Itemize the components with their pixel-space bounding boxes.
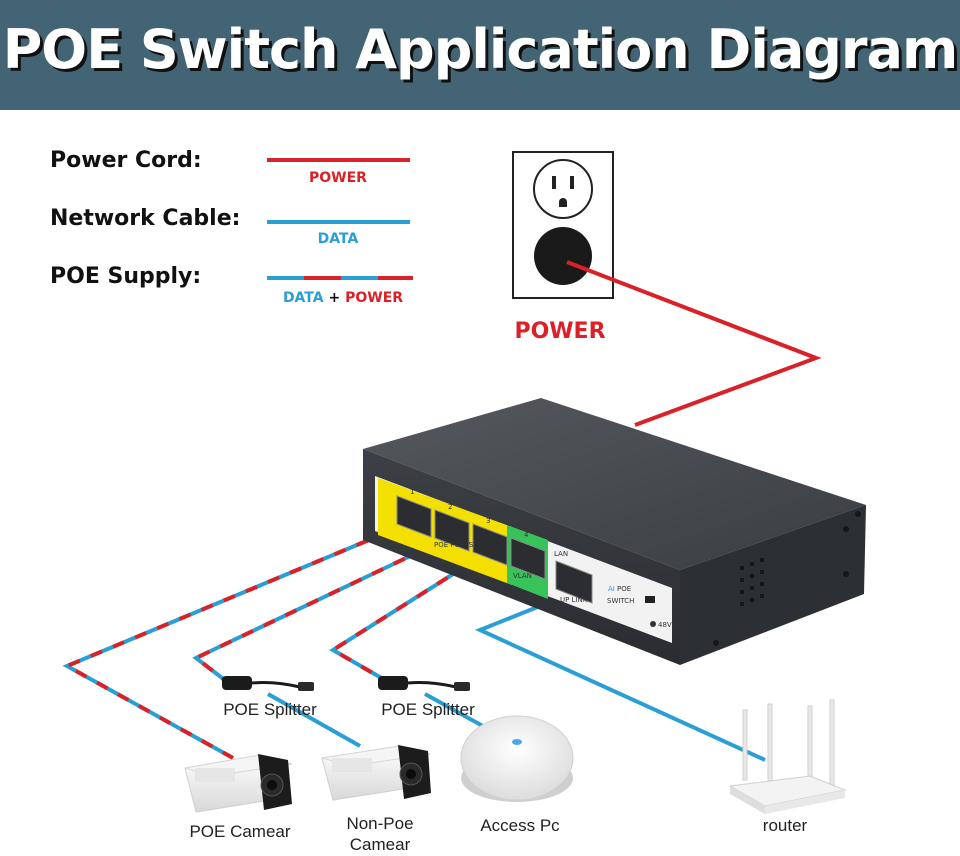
legend-power-cord-label: Power Cord:: [50, 148, 202, 173]
uplink-label: UP LINK: [560, 596, 588, 604]
legend-power-caption: POWER: [309, 170, 367, 186]
port-number-1: 1: [410, 488, 414, 496]
poe-port-4: [510, 537, 546, 580]
wall-outlet: [512, 151, 614, 299]
non-poe-camera-label-line1: Non-Poe: [346, 814, 414, 833]
splitter-1-label: POE Splitter: [223, 700, 317, 719]
vlan-label: VLAN: [513, 572, 532, 580]
power-cord: [566, 260, 822, 427]
poe-cable-splitter-2: [329, 550, 490, 685]
poe-label: POE: [617, 585, 631, 593]
router-icon: [728, 699, 847, 814]
poe-ports-label: POE PORTS: [434, 541, 474, 549]
non-poe-camera-label: Non-Poe Camear: [320, 813, 440, 855]
lan-label: LAN: [554, 550, 568, 558]
port-number-3: 3: [486, 517, 490, 525]
poe-cable-camera: [62, 520, 413, 760]
poe-camera-icon: [184, 754, 293, 813]
splitter-2-label: POE Splitter: [381, 700, 475, 719]
legend-poe-caption: DATA + POWER: [268, 290, 418, 306]
poe-splitter-1-icon: [222, 676, 314, 691]
legend-poe-caption-plus: +: [328, 290, 341, 306]
poe-port-2: [434, 509, 470, 552]
uplink-port: [555, 560, 593, 604]
data-cable-access-point: [424, 692, 491, 732]
outlet-power-label: POWER: [514, 319, 605, 344]
page-title: POE Switch Application Diagram: [2, 18, 959, 81]
dip-switch: [645, 596, 655, 603]
poe-cable-splitter-1: [192, 536, 449, 686]
non-poe-camera-icon: [321, 745, 431, 801]
legend-data-caption: DATA: [317, 231, 359, 247]
power-plug-icon: [534, 227, 592, 285]
legend-poe-caption-data: DATA: [282, 290, 324, 306]
access-point-icon: [460, 715, 574, 802]
port-number-4: 4: [524, 531, 529, 539]
router-label: router: [762, 816, 808, 835]
poe-splitter-2-icon: [378, 676, 470, 691]
legend-poe-supply-label: POE Supply:: [50, 264, 202, 289]
legend-network-cable-label: Network Cable:: [50, 206, 241, 231]
data-cable-non-poe-camera: [267, 692, 361, 748]
switch-label: SWITCH: [607, 597, 634, 605]
poe-switch: [363, 398, 866, 665]
poe-port-1: [396, 495, 432, 538]
port-number-2: 2: [448, 503, 452, 511]
access-point-label: Access Pc: [480, 816, 560, 835]
dc-voltage-label: 48V: [658, 621, 672, 629]
non-poe-camera-label-line2: Camear: [349, 835, 411, 854]
outlet-socket-icon: [533, 159, 593, 219]
dc-power-jack: [650, 621, 656, 627]
title-banner: POE Switch Application Diagram: [0, 0, 960, 110]
poe-port-3: [472, 523, 508, 566]
ai-label: AI: [608, 585, 615, 593]
poe-camera-label: POE Camear: [189, 822, 291, 841]
legend-poe-caption-power: POWER: [345, 290, 404, 306]
